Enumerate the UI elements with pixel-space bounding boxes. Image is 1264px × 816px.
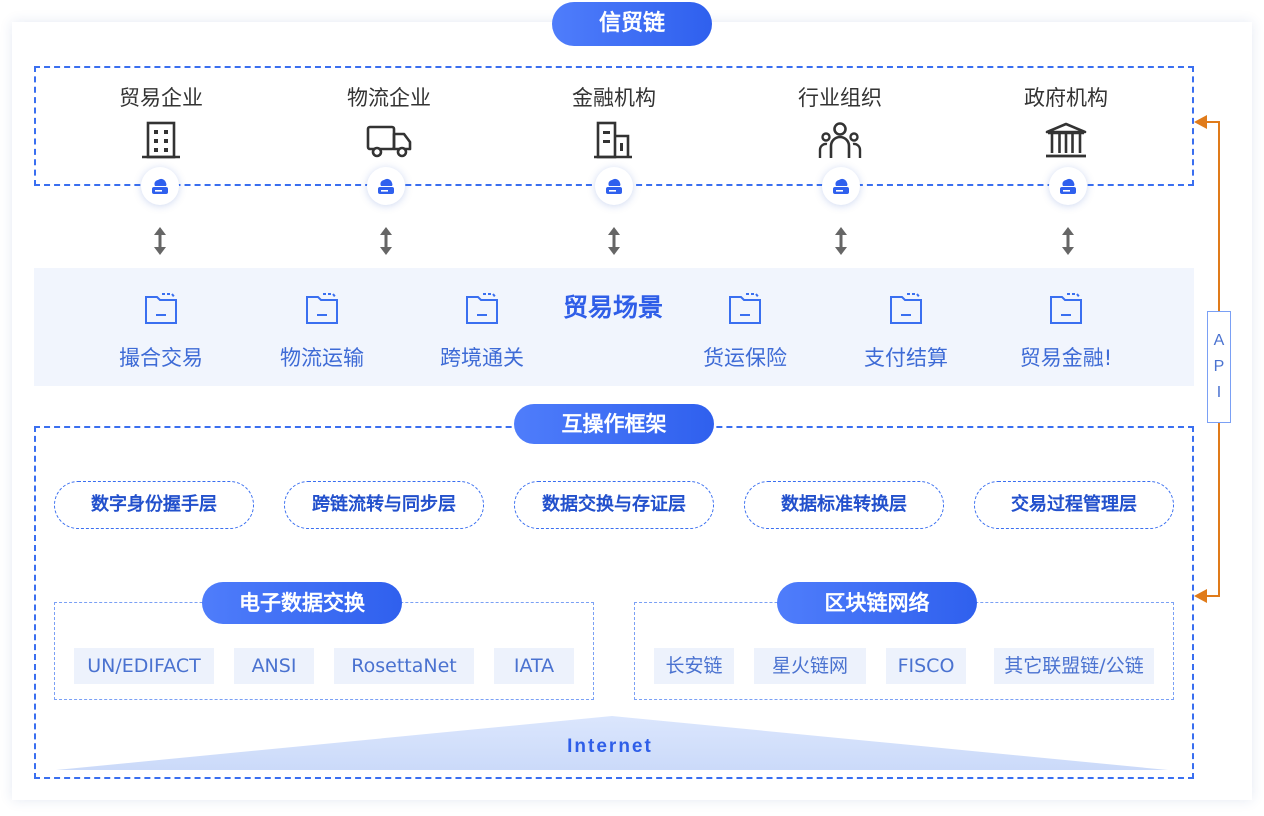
cloud-server-icon: [378, 178, 394, 194]
bidirectional-arrow-icon: [608, 227, 620, 255]
scenario-label: 跨境通关: [440, 346, 524, 370]
bidirectional-arrow-icon: [380, 227, 392, 255]
folder-icon: [466, 293, 498, 324]
cloud-server-icon: [606, 178, 622, 194]
participant-label: 政府机构: [1024, 86, 1108, 110]
bank-office-icon: [594, 121, 632, 159]
node-icon: [822, 167, 860, 205]
folder-icon: [145, 293, 177, 324]
node-icon: [1049, 167, 1087, 205]
folder-icon: [890, 293, 922, 324]
participant-logistics-enterprise: 物流企业: [309, 82, 469, 160]
scenario-band: [34, 268, 1194, 386]
scenario-item: 物流运输: [252, 290, 392, 372]
participant-label: 金融机构: [572, 86, 656, 110]
scenario-label: 货运保险: [703, 346, 787, 370]
truck-icon: [366, 125, 412, 158]
edi-tag: UN/EDIFACT: [74, 648, 214, 684]
layer-item: 数据标准转换层: [744, 481, 944, 529]
scenario-item: 撮合交易: [91, 290, 231, 372]
node-icon: [595, 167, 633, 205]
cloud-server-icon: [1060, 178, 1076, 194]
api-letter: P: [1213, 358, 1225, 375]
internet-label: Internet: [567, 736, 653, 757]
node-icon: [141, 167, 179, 205]
bidirectional-arrow-icon: [1062, 227, 1074, 255]
folder-icon: [729, 293, 761, 324]
scenario-title: 贸易场景: [562, 293, 663, 322]
api-letter: A: [1213, 332, 1225, 349]
blockchain-tag: 星火链网: [754, 648, 866, 684]
layer-item: 数据交换与存证层: [514, 481, 714, 529]
scenario-label: 撮合交易: [119, 346, 203, 370]
group-icon: [818, 122, 862, 158]
bidirectional-arrow-icon: [835, 227, 847, 255]
blockchain-tag: FISCO: [886, 648, 966, 684]
bidirectional-arrow-icon: [154, 227, 166, 255]
scenario-label: 支付结算: [864, 346, 948, 370]
participant-financial-institution: 金融机构: [534, 82, 694, 160]
edi-tag: IATA: [494, 648, 574, 684]
folder-icon: [1050, 293, 1082, 324]
api-letter: I: [1216, 384, 1222, 401]
edi-tag: RosettaNet: [334, 648, 474, 684]
cloud-server-icon: [152, 178, 168, 194]
participant-government-agency: 政府机构: [986, 82, 1146, 160]
blockchain-tag: 其它联盟链/公链: [994, 648, 1154, 684]
blockchain-tag: 长安链: [654, 648, 734, 684]
title-pill: 信贸链: [552, 2, 712, 46]
layer-item: 跨链流转与同步层: [284, 481, 484, 529]
participant-label: 物流企业: [347, 86, 431, 110]
cloud-server-icon: [833, 178, 849, 194]
scenario-item: 货运保险: [675, 290, 815, 372]
layer-item: 数字身份握手层: [54, 481, 254, 529]
scenario-item: 支付结算: [836, 290, 976, 372]
edi-pill: 电子数据交换: [202, 582, 402, 624]
api-label-box: A P I: [1207, 311, 1231, 423]
blockchain-pill: 区块链网络: [777, 582, 977, 624]
scenario-item: 贸易金融!: [996, 290, 1136, 372]
participant-industry-organization: 行业组织: [760, 82, 920, 160]
participant-label: 行业组织: [798, 86, 882, 110]
scenario-label: 贸易金融!: [1019, 346, 1113, 370]
framework-pill: 互操作框架: [514, 404, 714, 444]
government-icon: [1045, 122, 1087, 158]
node-icon: [367, 167, 405, 205]
participant-trade-enterprise: 贸易企业: [81, 82, 241, 160]
folder-icon: [306, 293, 338, 324]
scenario-item: 跨境通关: [412, 290, 552, 372]
scenario-label: 物流运输: [280, 346, 364, 370]
participant-label: 贸易企业: [119, 86, 203, 110]
edi-tag: ANSI: [234, 648, 314, 684]
layer-item: 交易过程管理层: [974, 481, 1174, 529]
building-icon: [142, 121, 180, 159]
